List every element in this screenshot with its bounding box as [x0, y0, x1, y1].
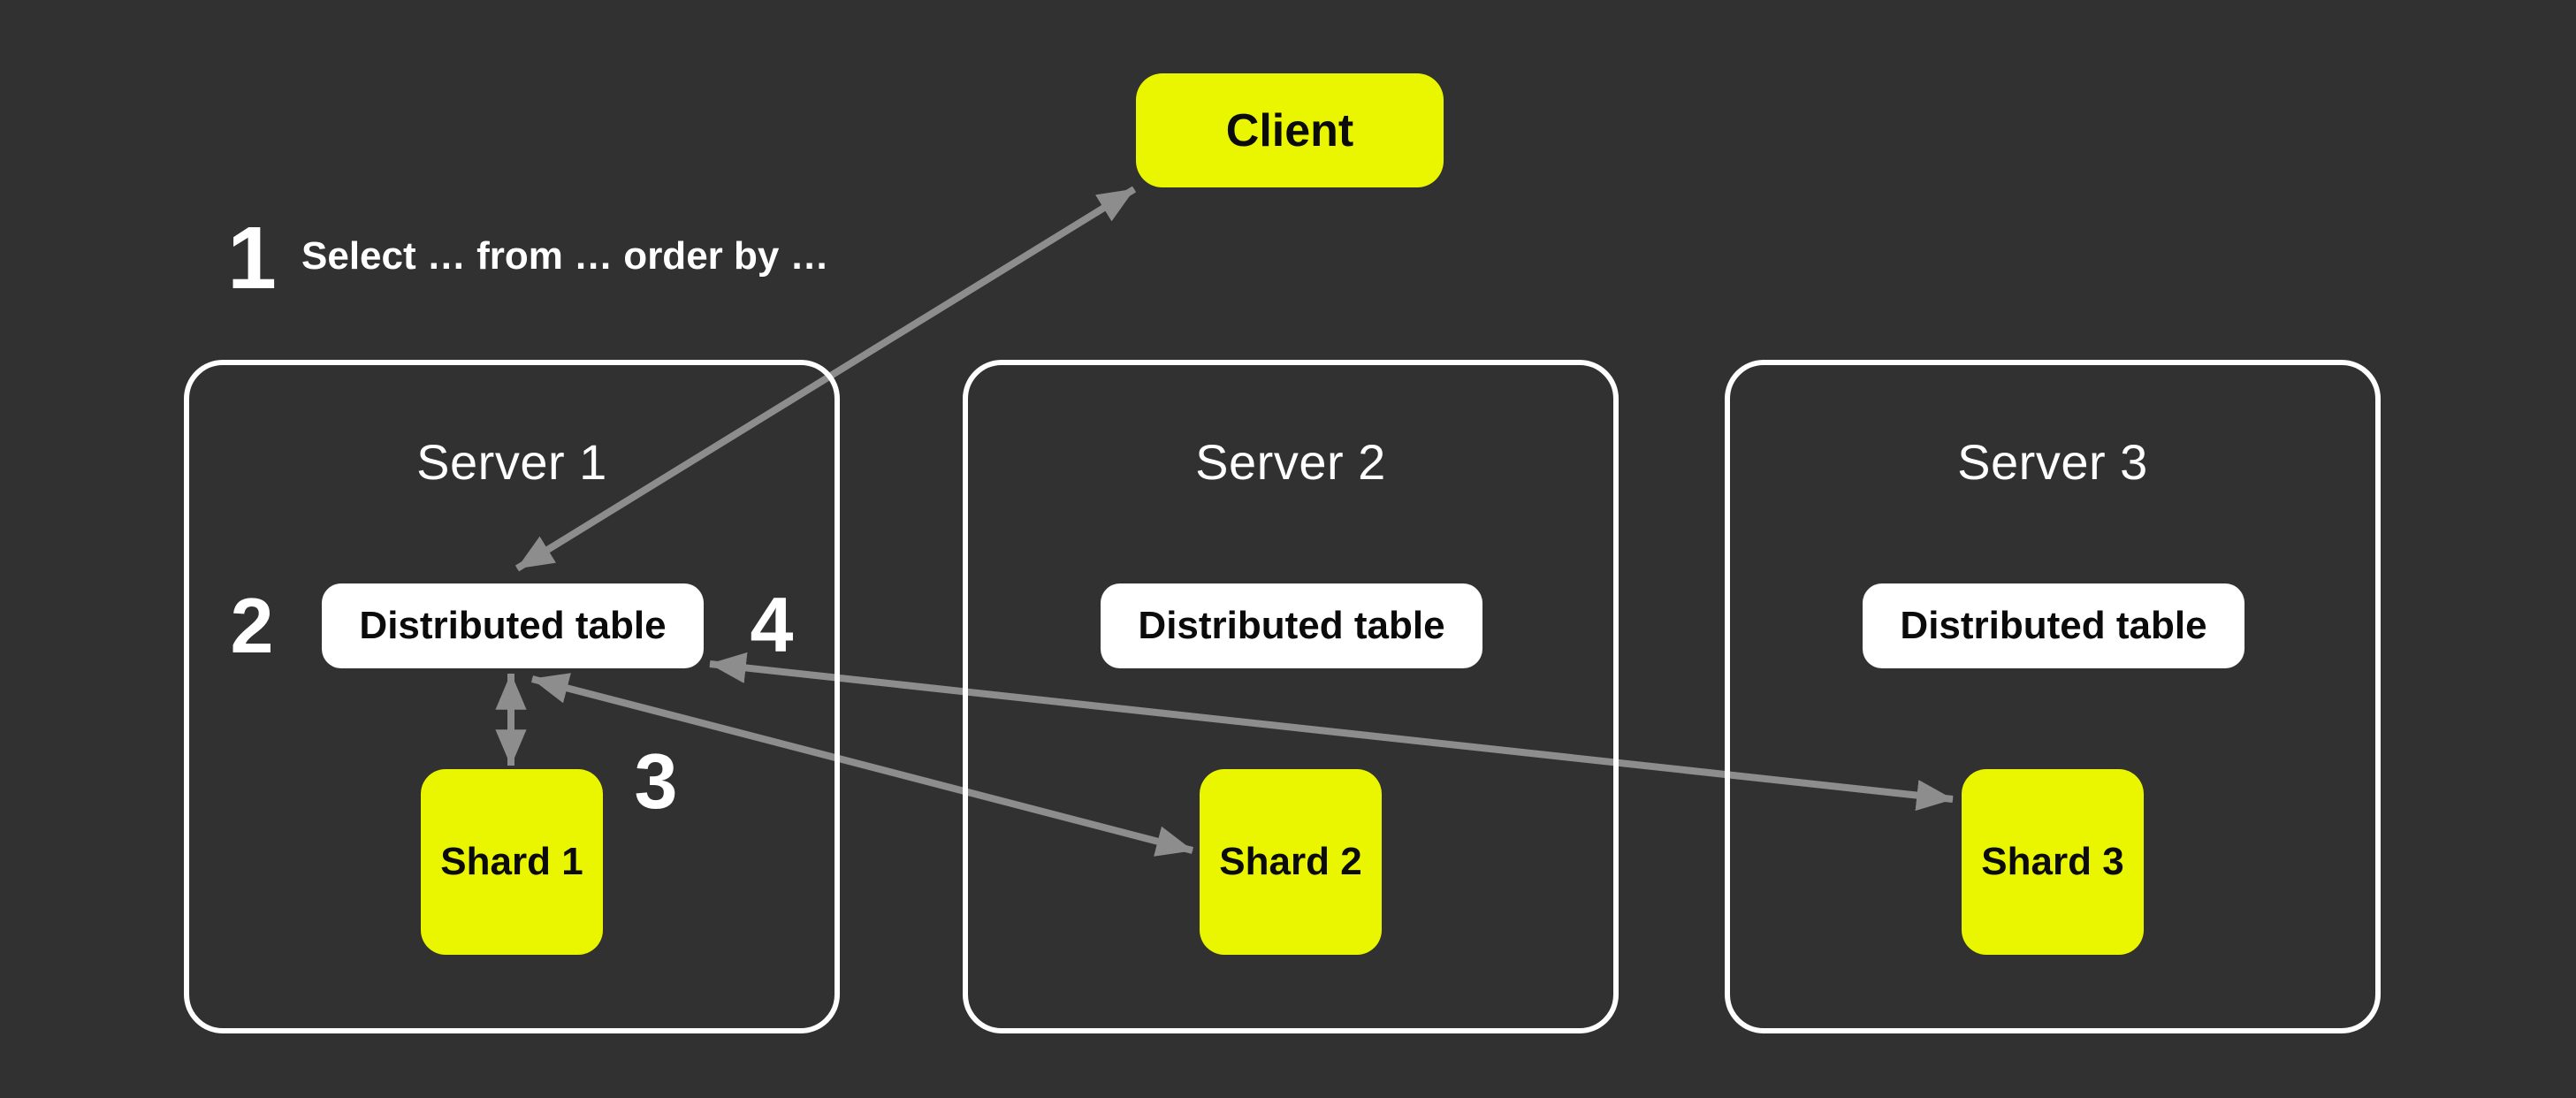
server-3-title: Server 3 — [1957, 434, 2148, 490]
server-2-box: Server 2 Distributed table Shard 2 — [963, 360, 1619, 1033]
distributed-table-2-label: Distributed table — [1138, 604, 1445, 647]
distributed-table-1: Distributed table — [322, 583, 704, 668]
server-1-box: Server 1 Distributed table Shard 1 — [184, 360, 840, 1033]
distributed-table-2: Distributed table — [1101, 583, 1482, 668]
client-node: Client — [1136, 73, 1444, 187]
shard-2-node: Shard 2 — [1200, 769, 1382, 955]
step-1-query-text: Select … from … order by … — [301, 234, 829, 278]
shard-3-label: Shard 3 — [1981, 840, 2124, 883]
distributed-table-3-label: Distributed table — [1900, 604, 2207, 647]
step-3-number: 3 — [634, 737, 678, 825]
server-2-title: Server 2 — [1195, 434, 1386, 490]
step-4-number: 4 — [750, 581, 794, 668]
server-1-title: Server 1 — [416, 434, 607, 490]
distributed-table-1-label: Distributed table — [359, 604, 667, 647]
step-2-number: 2 — [230, 582, 274, 669]
shard-3-node: Shard 3 — [1962, 769, 2144, 955]
shard-1-node: Shard 1 — [421, 769, 603, 955]
step-1-number: 1 — [227, 209, 277, 308]
shard-1-label: Shard 1 — [440, 840, 583, 883]
shard-2-label: Shard 2 — [1219, 840, 1362, 883]
server-3-box: Server 3 Distributed table Shard 3 — [1725, 360, 2381, 1033]
client-label: Client — [1225, 104, 1354, 156]
distributed-table-3: Distributed table — [1863, 583, 2244, 668]
